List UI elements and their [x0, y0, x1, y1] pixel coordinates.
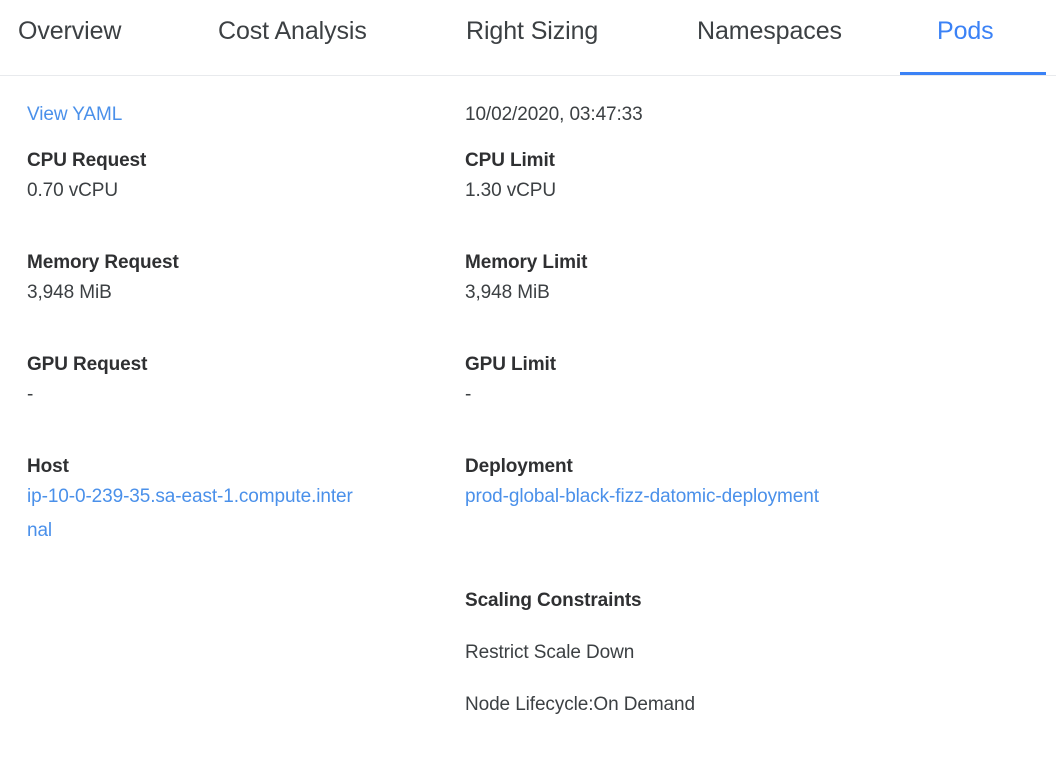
- scaling-constraints-label: Scaling Constraints: [465, 590, 642, 611]
- tab-namespaces[interactable]: Namespaces: [697, 17, 842, 45]
- host-label: Host: [27, 456, 69, 477]
- tab-list: Overview Cost Analysis Right Sizing Name…: [0, 0, 1056, 75]
- active-tab-indicator: [900, 72, 1046, 75]
- timestamp-field: 10/02/2020, 03:47:33: [465, 98, 643, 132]
- timestamp-value: 10/02/2020, 03:47:33: [465, 104, 643, 125]
- cpu-request-field: CPU Request 0.70 vCPU: [27, 148, 146, 208]
- scaling-constraint-item: Node Lifecycle:On Demand: [465, 694, 695, 715]
- host-value: ip-10-0-239-35.sa-east-1.compute.interna…: [27, 480, 357, 548]
- tab-cost-analysis[interactable]: Cost Analysis: [218, 17, 367, 45]
- gpu-limit-field: GPU Limit -: [465, 352, 556, 412]
- view-yaml-value: View YAML: [27, 98, 122, 132]
- pod-details-panel: View YAML CPU Request 0.70 vCPU Memory R…: [0, 76, 1056, 758]
- cpu-limit-label: CPU Limit: [465, 150, 555, 171]
- deployment-label: Deployment: [465, 456, 573, 477]
- gpu-request-field: GPU Request -: [27, 352, 147, 412]
- gpu-limit-label: GPU Limit: [465, 354, 556, 375]
- tab-overview[interactable]: Overview: [18, 17, 122, 45]
- host-field: Host ip-10-0-239-35.sa-east-1.compute.in…: [27, 454, 357, 548]
- memory-request-field: Memory Request 3,948 MiB: [27, 250, 179, 310]
- memory-request-label: Memory Request: [27, 252, 179, 273]
- memory-limit-value: 3,948 MiB: [465, 282, 550, 303]
- cpu-request-value: 0.70 vCPU: [27, 180, 118, 201]
- scaling-constraints-field: Scaling Constraints Restrict Scale Down …: [465, 588, 850, 722]
- tab-pods[interactable]: Pods: [937, 17, 994, 45]
- cpu-limit-field: CPU Limit 1.30 vCPU: [465, 148, 556, 208]
- memory-limit-label: Memory Limit: [465, 252, 588, 273]
- deployment-link[interactable]: prod-global-black-fizz-datomic-deploymen…: [465, 486, 819, 507]
- memory-request-value: 3,948 MiB: [27, 282, 112, 303]
- view-yaml-field: View YAML: [27, 98, 122, 132]
- tab-right-sizing[interactable]: Right Sizing: [466, 17, 599, 45]
- gpu-request-label: GPU Request: [27, 354, 148, 375]
- cpu-request-label: CPU Request: [27, 150, 147, 171]
- deployment-field: Deployment prod-global-black-fizz-datomi…: [465, 454, 850, 514]
- memory-limit-field: Memory Limit 3,948 MiB: [465, 250, 587, 310]
- scaling-constraint-item: Restrict Scale Down: [465, 642, 635, 663]
- gpu-limit-value: -: [465, 384, 472, 405]
- gpu-request-value: -: [27, 384, 34, 405]
- cpu-limit-value: 1.30 vCPU: [465, 180, 556, 201]
- host-link[interactable]: ip-10-0-239-35.sa-east-1.compute.interna…: [27, 486, 353, 541]
- view-yaml-link[interactable]: View YAML: [27, 104, 123, 125]
- deployment-value: prod-global-black-fizz-datomic-deploymen…: [465, 480, 850, 514]
- tab-bar: Overview Cost Analysis Right Sizing Name…: [0, 0, 1056, 76]
